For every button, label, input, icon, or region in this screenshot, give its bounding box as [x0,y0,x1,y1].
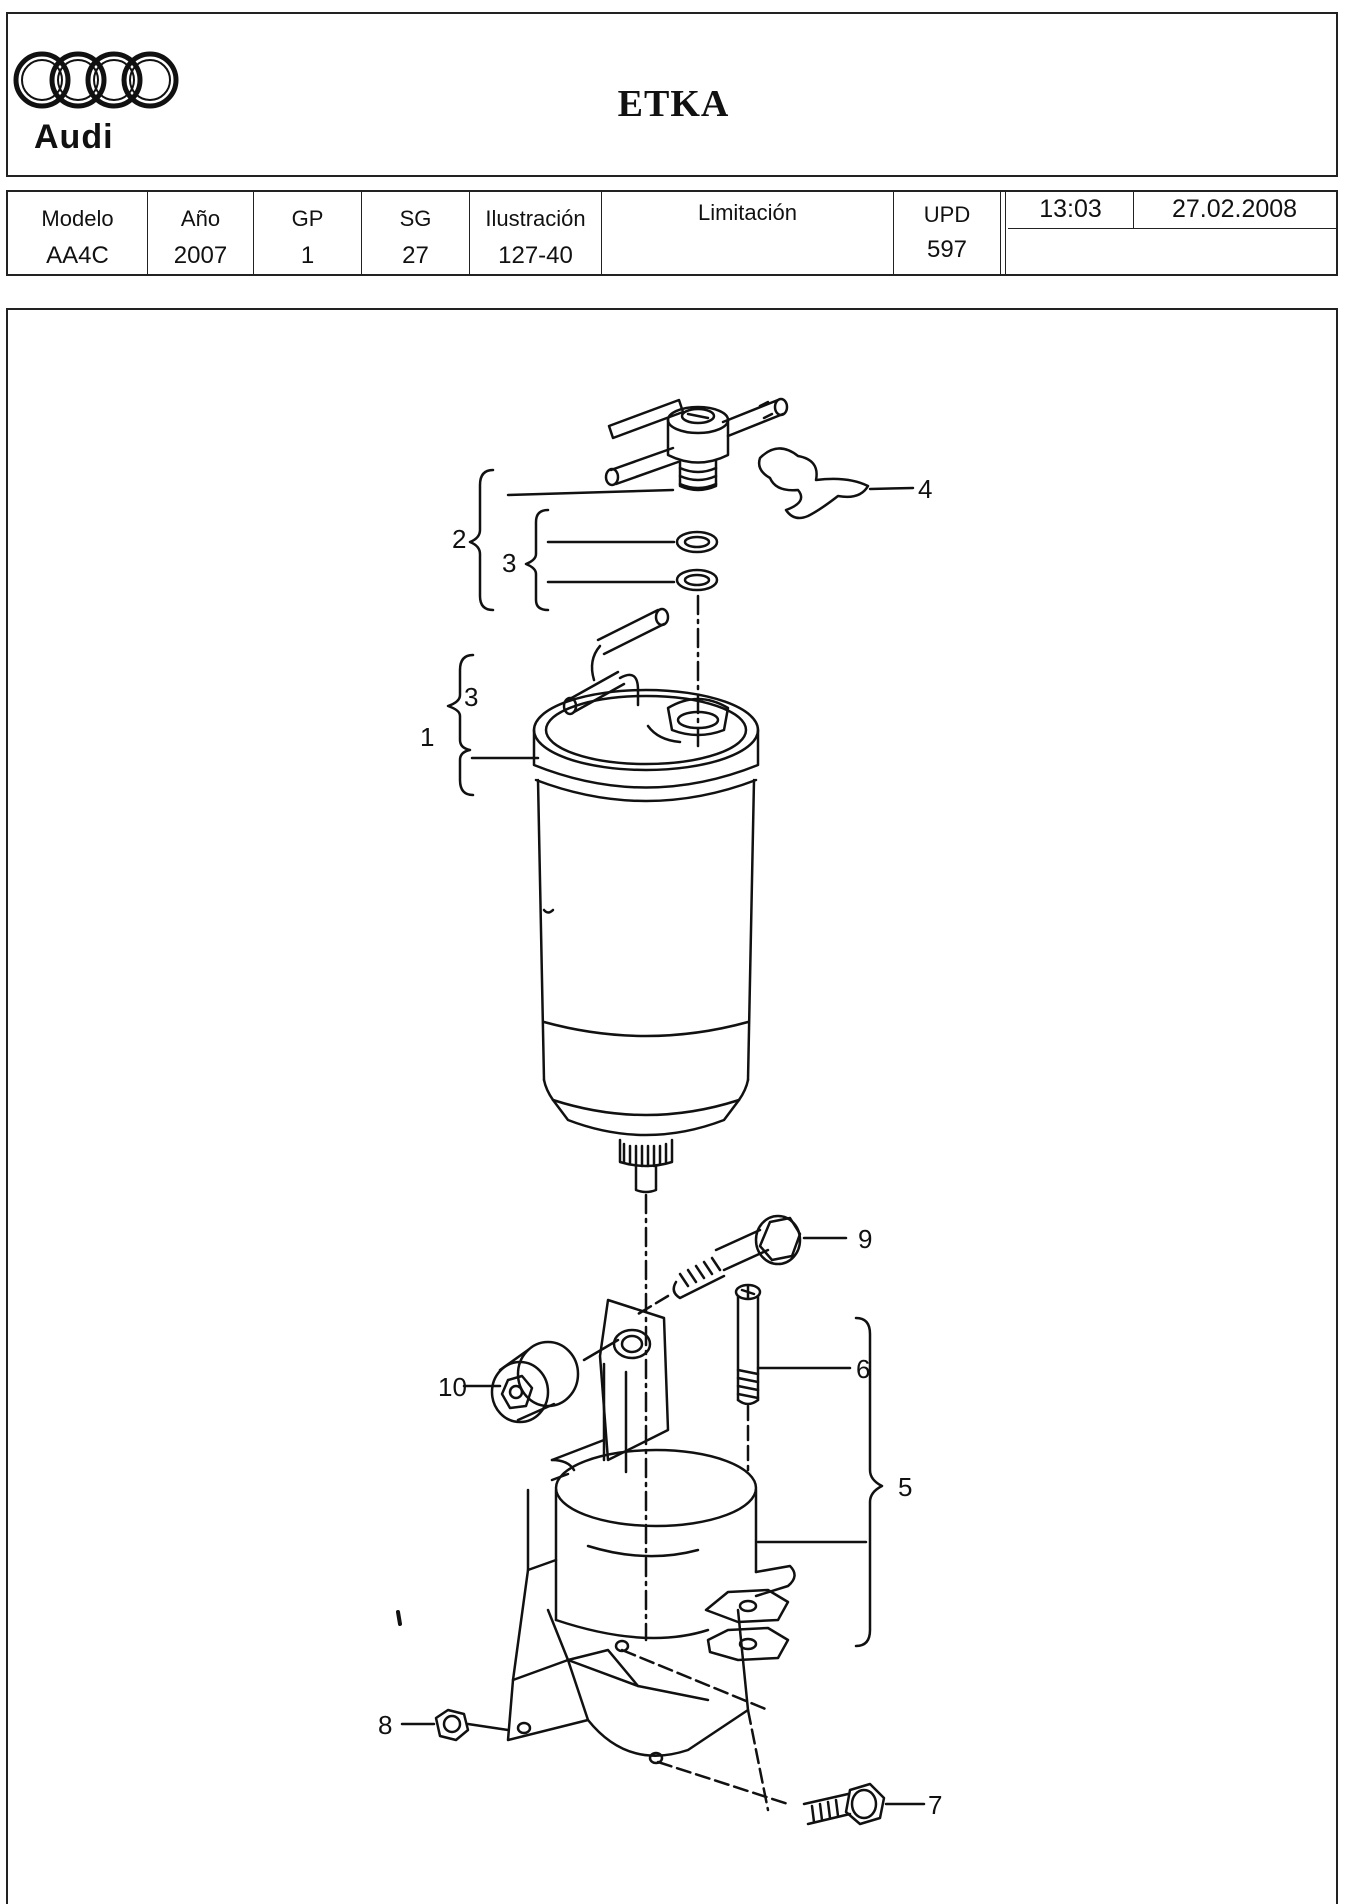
column-ano: Año 2007 [148,190,254,276]
column-upd: UPD 597 [894,190,1000,276]
column-divider [1000,190,1006,276]
callout-2: 2 [452,524,466,554]
callout-9: 9 [858,1224,872,1254]
callout-3: 3 [502,548,516,578]
bushing-part [490,1340,580,1424]
column-value: 1 [300,242,315,269]
column-ilustracion: Ilustración 127-40 [470,190,602,276]
column-label: Ilustración [485,206,586,231]
callout-10: 10 [438,1372,467,1402]
column-value: 27 [402,242,429,269]
callout-3: 3 [464,682,478,712]
column-label: SG [399,206,432,231]
column-label: GP [291,206,324,231]
callout-5: 5 [898,1472,912,1502]
o-ring-part [675,530,719,554]
divider [1008,228,1336,229]
bolt-part [802,1782,886,1826]
mounting-bracket-part [506,1298,796,1765]
column-gp: GP 1 [254,190,362,276]
header-box [6,12,1338,177]
column-value: 127-40 [498,242,573,269]
o-ring-part [675,568,719,592]
column-sg: SG 27 [362,190,470,276]
column-label: UPD [923,202,971,227]
column-value: 597 [926,236,968,263]
audi-rings-icon [13,51,179,109]
date-stamp: 27.02.2008 [1171,195,1298,223]
bolt-part [672,1214,802,1300]
info-table [6,190,1338,276]
callout-1: 1 [420,722,434,752]
column-modelo: Modelo AA4C [8,190,148,276]
column-value: 2007 [173,242,228,269]
callout-6: 6 [856,1354,870,1384]
page-title: ETKA [617,83,730,125]
time-stamp: 13:03 [1008,192,1134,228]
column-label: Modelo [41,206,114,231]
illustration-frame: 2 3 4 3 1 9 6 5 10 8 7 [6,308,1338,1904]
column-limitacion: Limitación [602,190,894,276]
nut-part [434,1708,470,1742]
column-label: Año [180,206,221,231]
callout-4: 4 [918,474,932,504]
column-value: AA4C [46,242,109,269]
retaining-clip-part [757,447,870,520]
exploded-parts-diagram: 2 3 4 3 1 9 6 5 10 8 7 [378,397,942,1826]
t-valve-part [604,397,789,492]
column-label: Limitación [697,200,798,225]
fuel-filter-part [532,607,760,1194]
brand-logo-text: Audi [34,118,114,156]
callout-7: 7 [928,1790,942,1820]
screw-part [734,1283,762,1406]
callout-8: 8 [378,1710,392,1740]
